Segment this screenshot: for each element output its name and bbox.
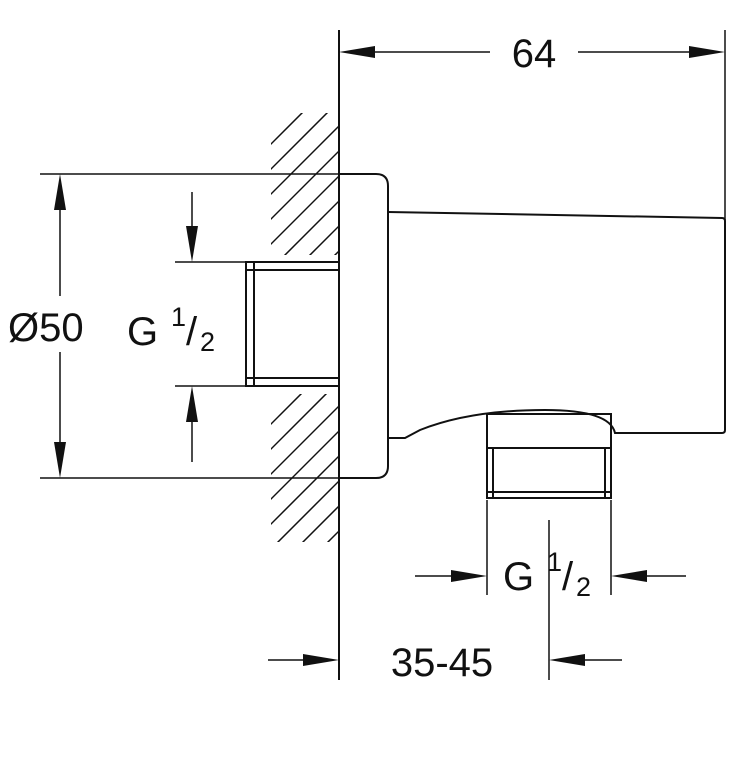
inlet-thread-slash: / bbox=[186, 310, 198, 354]
outlet-nipple bbox=[486, 413, 612, 449]
wall-flange bbox=[339, 173, 389, 479]
dim-64-label: 64 bbox=[512, 32, 557, 76]
arrowhead-35-45-left bbox=[303, 654, 339, 666]
dim-diameter-label: Ø50 bbox=[8, 306, 84, 350]
outlet-thread-den: 2 bbox=[576, 572, 591, 602]
arrowhead-50-top bbox=[54, 174, 66, 210]
wall-hatch-top bbox=[271, 113, 339, 255]
outlet-thread-g: G bbox=[503, 555, 534, 599]
wall-hatch-bottom bbox=[271, 394, 339, 542]
inlet-nipple bbox=[245, 261, 340, 387]
arrowhead-50-bottom bbox=[54, 442, 66, 478]
outlet-thread-slash: / bbox=[562, 555, 574, 599]
arrowhead-64-right bbox=[689, 46, 725, 58]
outlet-thread bbox=[486, 447, 612, 499]
outlet-thread-num: 1 bbox=[547, 547, 562, 577]
dim-35-45-label: 35-45 bbox=[391, 641, 493, 685]
arrowhead-outlet-left bbox=[451, 570, 487, 582]
arrowhead-outlet-right bbox=[611, 570, 647, 582]
arrowhead-35-45-right bbox=[549, 654, 585, 666]
arrowhead-64-left bbox=[339, 46, 375, 58]
arrowhead-inlet-bottom bbox=[186, 386, 198, 422]
inlet-thread-num: 1 bbox=[171, 302, 186, 332]
inlet-thread-g: G bbox=[127, 310, 158, 354]
arrowhead-inlet-top bbox=[186, 226, 198, 262]
inlet-thread-den: 2 bbox=[200, 327, 215, 357]
elbow-body bbox=[387, 211, 726, 439]
